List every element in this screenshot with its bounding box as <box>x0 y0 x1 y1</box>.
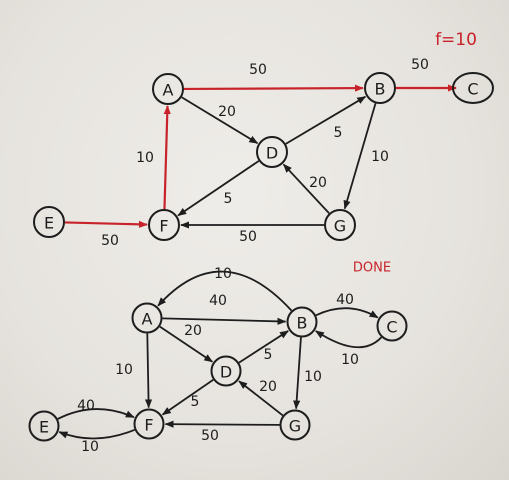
node-c: C <box>452 72 494 104</box>
edge-weight-g-d: 20 <box>309 175 327 191</box>
node-circle <box>256 136 288 168</box>
edge-weight-a-d: 20 <box>218 104 236 120</box>
edge-weight-c-b: 10 <box>341 352 359 368</box>
edge-b-to-c <box>315 307 379 319</box>
node-a: A <box>131 302 163 334</box>
edge-b-to-g <box>343 103 377 210</box>
edge-weight-b-c: 40 <box>336 292 354 308</box>
edge-e-to-f <box>64 220 148 228</box>
node-d: D <box>210 355 242 387</box>
node-d: D <box>256 136 288 168</box>
node-label: G <box>334 217 346 236</box>
edge-weight-a-d: 20 <box>184 323 202 339</box>
edge-weight-f-a: 10 <box>136 150 154 166</box>
edge-weight-a-f: 10 <box>115 362 133 378</box>
node-circle <box>452 72 494 104</box>
node-label: D <box>220 363 232 382</box>
edge-weight-g-f: 50 <box>201 428 219 444</box>
node-label: F <box>159 217 168 236</box>
edge-g-to-d <box>282 163 330 214</box>
edge-weight-f-e: 10 <box>81 439 99 455</box>
edge-f-to-e <box>58 429 135 440</box>
node-e: E <box>33 206 65 238</box>
node-circle <box>324 209 356 241</box>
node-label: B <box>375 80 386 99</box>
edge-g-to-d <box>238 380 284 417</box>
node-b: B <box>286 306 318 338</box>
edge-a-to-d <box>159 325 214 363</box>
node-circle <box>33 206 65 238</box>
edge-d-to-f <box>161 379 214 416</box>
edge-a-to-d <box>181 96 259 144</box>
node-a: A <box>152 73 184 105</box>
node-circle <box>133 408 165 440</box>
edge-c-to-b <box>315 330 383 349</box>
edge-weight-g-f: 50 <box>239 229 257 245</box>
node-g: G <box>324 209 356 241</box>
node-g: G <box>279 409 311 441</box>
edge-e-to-f <box>57 408 135 420</box>
node-label: A <box>163 81 174 100</box>
node-b: B <box>364 72 396 104</box>
node-circle <box>376 310 408 342</box>
node-label: F <box>144 416 153 435</box>
node-c: C <box>376 310 408 342</box>
node-circle <box>286 306 318 338</box>
node-label: C <box>467 80 478 99</box>
edge-weight-d-f: 5 <box>224 191 233 207</box>
node-circle <box>364 72 396 104</box>
node-circle <box>28 410 60 442</box>
edge-b-to-g <box>293 337 302 410</box>
node-label: A <box>142 310 153 329</box>
node-circle <box>152 73 184 105</box>
node-circle <box>210 355 242 387</box>
node-label: D <box>266 144 278 163</box>
edge-a-to-b <box>183 84 364 92</box>
node-circle <box>148 209 180 241</box>
edge-d-to-b <box>285 95 367 145</box>
edge-d-to-b <box>238 330 289 364</box>
edge-f-to-a <box>163 105 171 210</box>
edge-g-to-f <box>164 420 280 428</box>
edge-weight-b-g: 10 <box>304 369 322 385</box>
edge-weight-b-a: 10 <box>214 266 232 282</box>
edge-weight-b-g: 10 <box>371 149 389 165</box>
edge-a-to-f <box>144 333 153 409</box>
edge-weight-b-c: 50 <box>411 57 429 73</box>
node-label: E <box>39 418 49 437</box>
flow-value-note: f=10 <box>435 30 477 50</box>
node-label: E <box>44 214 54 233</box>
node-f: F <box>148 209 180 241</box>
edge-weight-a-b: 50 <box>249 62 267 78</box>
edge-d-to-f <box>177 160 260 217</box>
done-label: DONE <box>353 261 391 276</box>
edge-weight-e-f: 40 <box>77 398 95 414</box>
edge-weight-d-b: 5 <box>264 347 273 363</box>
node-circle <box>279 409 311 441</box>
edge-weight-e-f: 50 <box>101 233 119 249</box>
node-e: E <box>28 410 60 442</box>
edge-weight-a-b: 40 <box>209 293 227 309</box>
node-label: B <box>297 314 308 333</box>
node-label: G <box>289 417 301 436</box>
node-f: F <box>133 408 165 440</box>
edge-weight-d-b: 5 <box>334 125 343 141</box>
edge-weight-d-f: 5 <box>191 394 200 410</box>
node-circle <box>131 302 163 334</box>
edge-weight-g-d: 20 <box>259 379 277 395</box>
edge-a-to-b <box>162 317 287 325</box>
node-label: C <box>386 318 397 337</box>
edge-b-to-a <box>157 270 293 312</box>
